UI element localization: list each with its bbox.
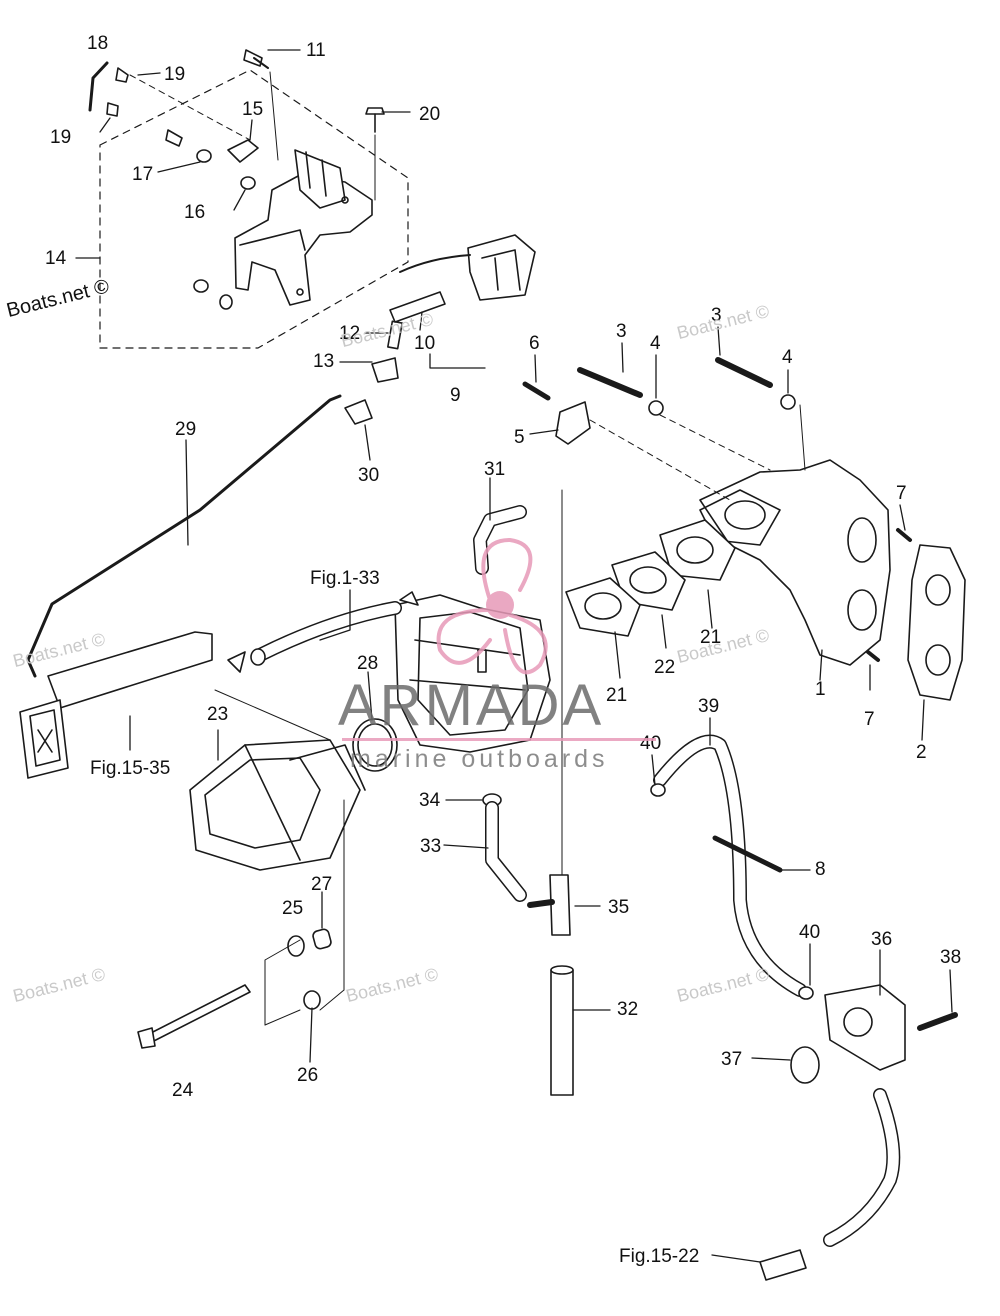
fuel-pump-group bbox=[650, 734, 958, 1281]
callout-fig-1-33: Fig.1-33 bbox=[310, 568, 380, 589]
callout-38: 38 bbox=[940, 947, 962, 968]
throttle-bracket-group bbox=[88, 49, 536, 383]
callout-24: 24 bbox=[172, 1080, 194, 1101]
brand-propeller-logo bbox=[436, 538, 548, 675]
callout-4: 4 bbox=[782, 347, 793, 368]
callout-2: 2 bbox=[916, 742, 927, 763]
callout-17: 17 bbox=[132, 164, 154, 185]
callout-7: 7 bbox=[864, 709, 875, 730]
callout-40: 40 bbox=[640, 733, 662, 754]
callout-4: 4 bbox=[650, 333, 661, 354]
callout-7: 7 bbox=[896, 483, 907, 504]
callout-9: 9 bbox=[450, 385, 461, 406]
callout-27: 27 bbox=[311, 874, 333, 895]
callout-39: 39 bbox=[698, 696, 720, 717]
callout-21: 21 bbox=[606, 685, 628, 706]
callout-32: 32 bbox=[617, 999, 639, 1020]
callout-31: 31 bbox=[484, 459, 506, 480]
callout-5: 5 bbox=[514, 427, 525, 448]
callout-26: 26 bbox=[297, 1065, 319, 1086]
leader-lines bbox=[75, 49, 953, 1263]
callout-16: 16 bbox=[184, 202, 206, 223]
callout-33: 33 bbox=[420, 836, 442, 857]
callout-29: 29 bbox=[175, 419, 197, 440]
brand-watermark-subtitle: marine outboards bbox=[350, 745, 609, 773]
callout-14: 14 bbox=[45, 248, 67, 269]
callout-3: 3 bbox=[711, 305, 722, 326]
callout-21: 21 bbox=[700, 627, 722, 648]
link-rod-and-silencer-group bbox=[19, 394, 398, 1049]
callout-22: 22 bbox=[654, 657, 676, 678]
callout-19: 19 bbox=[164, 64, 186, 85]
callout-35: 35 bbox=[608, 897, 630, 918]
callout-25: 25 bbox=[282, 898, 304, 919]
brand-underline bbox=[342, 738, 656, 741]
callout-23: 23 bbox=[207, 704, 229, 725]
callout-36: 36 bbox=[871, 929, 893, 950]
callout-8: 8 bbox=[815, 859, 826, 880]
callout-10: 10 bbox=[414, 333, 436, 354]
intake-manifold-group bbox=[522, 357, 966, 701]
callout-40: 40 bbox=[799, 922, 821, 943]
callout-15: 15 bbox=[242, 99, 264, 120]
callout-20: 20 bbox=[419, 104, 441, 125]
callout-fig-15-35: Fig.15-35 bbox=[90, 758, 171, 779]
callout-13: 13 bbox=[313, 351, 335, 372]
callout-fig-15-22: Fig.15-22 bbox=[619, 1246, 700, 1267]
brand-watermark-title: ARMADA bbox=[338, 673, 605, 738]
carburetor-group bbox=[227, 489, 574, 1096]
callout-19: 19 bbox=[50, 127, 72, 148]
callout-1: 1 bbox=[815, 679, 826, 700]
callout-12: 12 bbox=[339, 323, 361, 344]
callout-3: 3 bbox=[616, 321, 627, 342]
callout-28: 28 bbox=[357, 653, 379, 674]
callout-37: 37 bbox=[721, 1049, 743, 1070]
callout-30: 30 bbox=[358, 465, 380, 486]
callout-6: 6 bbox=[529, 333, 540, 354]
callout-34: 34 bbox=[419, 790, 441, 811]
callout-11: 11 bbox=[306, 40, 326, 61]
callout-18: 18 bbox=[87, 33, 109, 54]
